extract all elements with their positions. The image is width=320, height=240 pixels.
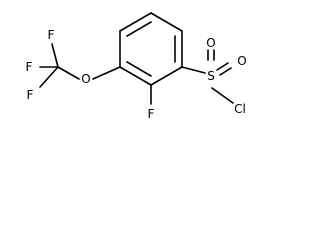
bond-ring-to-oxygen (92, 66, 121, 80)
atom-f-top: F (48, 28, 55, 42)
atom-sulfur: S (207, 69, 215, 83)
atom-oxygen-top: O (206, 36, 215, 50)
ring-bond-bottom-right (150, 66, 183, 86)
bond-ring-to-sulfur (181, 66, 206, 74)
atom-f-left: F (26, 60, 33, 74)
ring-bond-top-left (119, 12, 152, 32)
atom-oxygen-right: O (237, 54, 246, 68)
atom-chlorine: Cl (234, 102, 246, 116)
bond-carbon-to-f-bottom (39, 66, 59, 88)
ring-bond-bottom-left (119, 66, 152, 86)
background (0, 0, 260, 132)
atom-f-bottom: F (27, 88, 34, 102)
bond-sulfur-to-oxygen-right-1 (216, 62, 229, 71)
atom-labels: F F F O F S O O Cl (26, 28, 247, 121)
ring-double-bond-bottom-left (126, 61, 152, 77)
ring-bond-top-right (150, 12, 183, 32)
bond-oxygen-to-cf3-carbon (57, 66, 80, 80)
substituent-bonds (39, 43, 234, 105)
chemical-structure: F F F O F S O O Cl (0, 0, 260, 132)
bond-sulfur-to-chlorine (211, 87, 234, 104)
benzene-ring (119, 12, 183, 86)
atom-oxygen-ether: O (81, 72, 90, 86)
ring-double-bond-top-left (126, 21, 152, 37)
atom-f-ring: F (148, 107, 155, 121)
bond-carbon-to-f-top (51, 43, 59, 68)
bond-sulfur-to-oxygen-right-2 (219, 67, 232, 76)
